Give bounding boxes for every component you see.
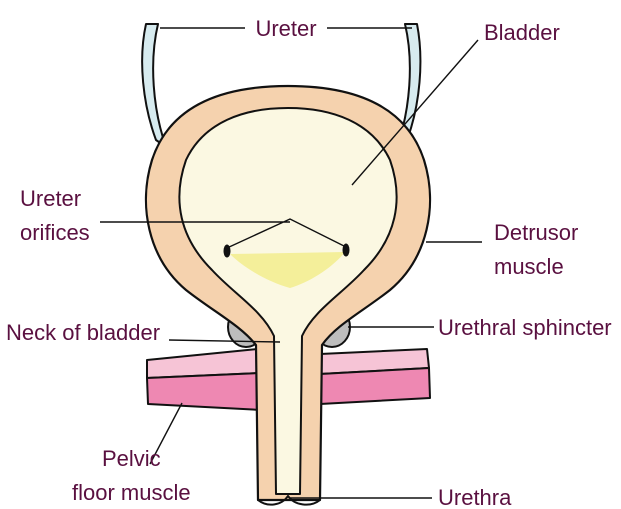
label-detrusor-2: muscle bbox=[494, 254, 564, 279]
label-neck-of-bladder: Neck of bladder bbox=[6, 320, 160, 345]
label-ureter: Ureter bbox=[255, 16, 316, 41]
pelvic-floor-front-left bbox=[147, 373, 262, 410]
label-ureter-orifices-1: Ureter bbox=[20, 186, 81, 211]
label-bladder: Bladder bbox=[484, 20, 560, 45]
label-urethra: Urethra bbox=[438, 485, 512, 509]
pelvic-floor-front-right bbox=[320, 368, 430, 404]
label-pelvic-2: floor muscle bbox=[72, 480, 191, 505]
label-pelvic-1: Pelvic bbox=[102, 446, 161, 471]
label-detrusor-1: Detrusor bbox=[494, 220, 578, 245]
label-ureter-orifices-2: orifices bbox=[20, 220, 90, 245]
label-urethral-sphincter: Urethral sphincter bbox=[438, 315, 612, 340]
left-ureter bbox=[142, 24, 166, 147]
